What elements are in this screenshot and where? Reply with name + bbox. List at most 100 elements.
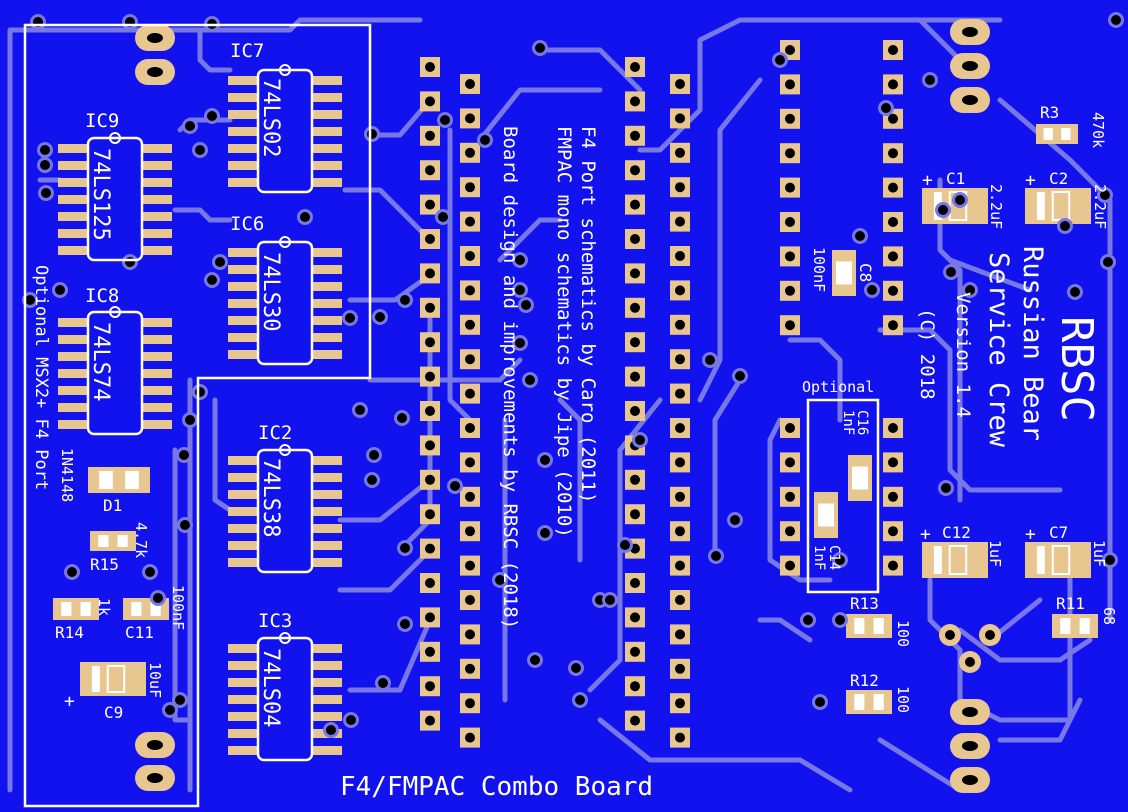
fmpac-header-b-hole [465, 113, 475, 124]
fmpac-header-b-hole [465, 732, 475, 743]
c14 [814, 492, 838, 538]
copper-trace [637, 17, 1003, 153]
cartridge-header-a-hole [630, 337, 640, 348]
cartridge-header-b-hole [675, 457, 685, 468]
cartridge-header-b-hole [675, 354, 685, 365]
c2 [1025, 188, 1091, 224]
r3-marker2 [1061, 128, 1071, 140]
ic8-pin [142, 352, 172, 361]
r15-body [90, 531, 136, 551]
via-hole [803, 615, 813, 625]
via-hole [215, 257, 225, 267]
oval-pad-hole [962, 61, 978, 71]
fmpac-header-b-hole [465, 388, 475, 399]
cartridge-header-b-hole [675, 595, 685, 605]
c2-ref: C2 [1049, 169, 1068, 188]
d1-body [88, 467, 150, 493]
ic8-pin [58, 318, 88, 327]
ic9-pin [58, 229, 88, 238]
ic3-pin [312, 746, 342, 755]
via-hole [67, 567, 77, 577]
fmpac-header-a-hole [425, 612, 435, 623]
copper-trace [497, 217, 563, 263]
c16 [848, 455, 872, 501]
cartridge-header-a-hole [630, 406, 640, 416]
fmpac-header-a-hole [425, 406, 435, 416]
fmpac-header-a-hole [425, 96, 435, 107]
c9-marker [91, 666, 100, 692]
ic2-pin [312, 456, 342, 465]
via-hole [495, 575, 505, 585]
r12-body [846, 690, 892, 714]
ic6-notch [279, 236, 291, 248]
ic8-pin [58, 352, 88, 361]
optional-header-b-hole [888, 491, 898, 502]
fmpac-header-a-hole [425, 337, 435, 348]
r15-marker [98, 535, 109, 547]
ic7-pin [312, 93, 342, 102]
via-hole [40, 145, 50, 155]
right-header-b-hole [888, 79, 898, 90]
ic8-pin [58, 403, 88, 412]
fmpac-header-b-hole [465, 663, 475, 674]
c11-value: 100nF [169, 585, 187, 630]
copper-trace [757, 617, 813, 643]
ic3-pin [228, 644, 258, 653]
via-hole [195, 145, 205, 155]
r11-value: 68 [1100, 607, 1118, 625]
ic8-notch [109, 306, 121, 318]
right-header-b-hole [888, 113, 898, 124]
cartridge-header-a-hole [630, 199, 640, 210]
ic2-pin [312, 507, 342, 516]
ic6-pin [228, 265, 258, 274]
copper-trace [172, 447, 193, 723]
via-hole [300, 212, 310, 222]
oval-pad-hole [962, 95, 978, 105]
c16-value: 1nF [840, 410, 856, 435]
c9 [80, 662, 146, 696]
ic7-pin [312, 76, 342, 85]
c16-marker [852, 466, 868, 490]
r14-body [53, 598, 99, 620]
via-hole [571, 663, 581, 673]
via-hole [525, 375, 535, 385]
r3-marker [1043, 128, 1053, 140]
c8-ref: C8 [856, 263, 875, 282]
cartridge-header-a-hole [630, 474, 640, 485]
c14-value: 1nF [811, 545, 827, 570]
via-hole [835, 615, 845, 625]
ic9-pin [142, 212, 172, 221]
ic6-pin [312, 333, 342, 342]
oval-pad-hole [147, 67, 163, 77]
via-hole [575, 695, 585, 705]
ic3-pin [312, 661, 342, 670]
d1-marker [99, 471, 113, 489]
ic8-ref: IC8 [85, 285, 119, 307]
ic6-pin [312, 248, 342, 257]
cartridge-header-b-hole [675, 663, 685, 674]
ic9-body [86, 136, 144, 262]
cartridge-header-a-hole [630, 268, 640, 279]
via-hole [938, 205, 948, 215]
ic6-ref: IC6 [230, 213, 264, 235]
fmpac-header-a-hole [425, 62, 435, 72]
ic2-pin [312, 541, 342, 550]
cartridge-header-b-hole [675, 79, 685, 89]
r11-body [1052, 614, 1098, 638]
ic2-pin [228, 558, 258, 567]
r13-ref: R13 [850, 594, 879, 613]
right-header-b-hole [888, 45, 898, 55]
c9-ref: C9 [104, 703, 123, 722]
r11-marker2 [1079, 618, 1090, 634]
r14-value: 1k [95, 598, 113, 616]
ic7-pin [228, 144, 258, 153]
ic6-pin [228, 333, 258, 342]
optional-header-a-hole [785, 526, 795, 537]
c14-ref: C14 [826, 545, 842, 570]
cartridge-header-a-hole [630, 578, 640, 588]
ic7-notch [279, 64, 291, 76]
optional-header-a-hole [785, 491, 795, 502]
ic3-pin [312, 644, 342, 653]
via-hole [125, 257, 135, 267]
